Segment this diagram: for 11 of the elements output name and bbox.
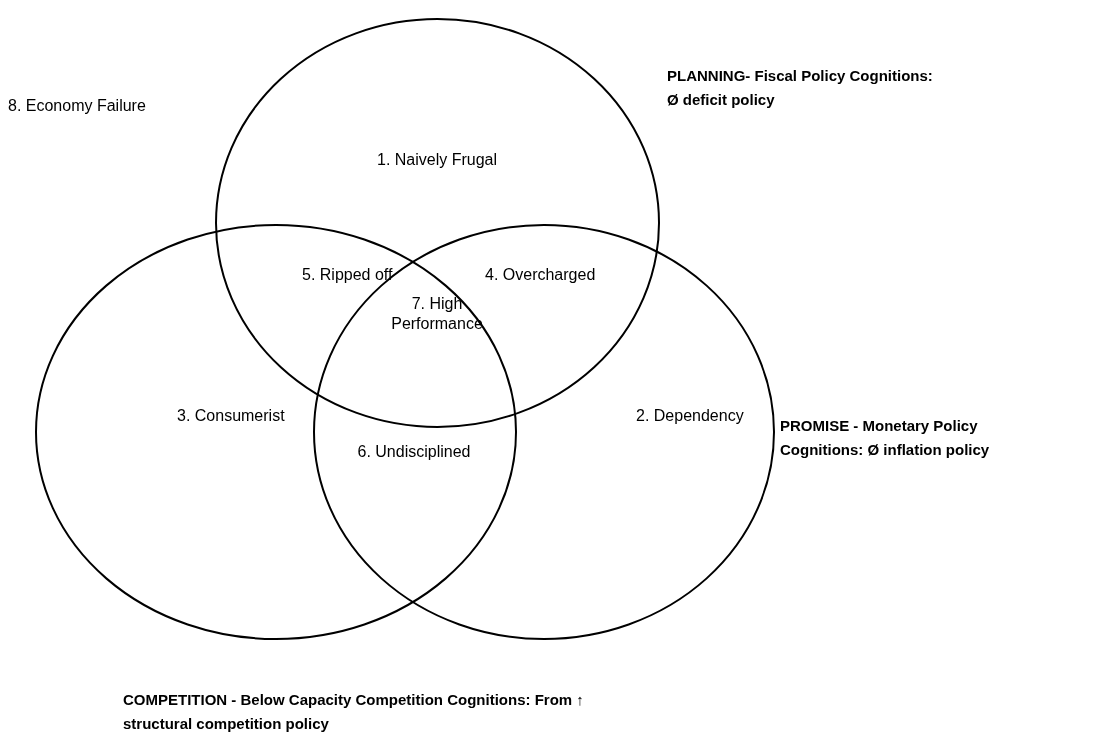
- region-label: 5. Ripped off: [302, 265, 393, 285]
- region-label: 4. Overcharged: [485, 265, 596, 285]
- region-label: 6. Undisciplined: [357, 442, 471, 462]
- region-label: 3. Consumerist: [177, 406, 285, 426]
- region-label: 1. Naively Frugal: [377, 150, 498, 170]
- circle-heading: PROMISE - Monetary Policy Cognitions: Ø inflation policy: [780, 416, 991, 460]
- circle-heading: COMPETITION - Below Capacity Competition Cognitions: From ↑ structural competition policy: [123, 690, 585, 734]
- region-label: 8. Economy Failure: [8, 96, 146, 116]
- region-label: 7. High Performance: [390, 294, 484, 334]
- region-label: 2. Dependency: [636, 406, 744, 426]
- circle-heading: PLANNING- Fiscal Policy Cognitions: Ø deficit policy: [667, 66, 934, 110]
